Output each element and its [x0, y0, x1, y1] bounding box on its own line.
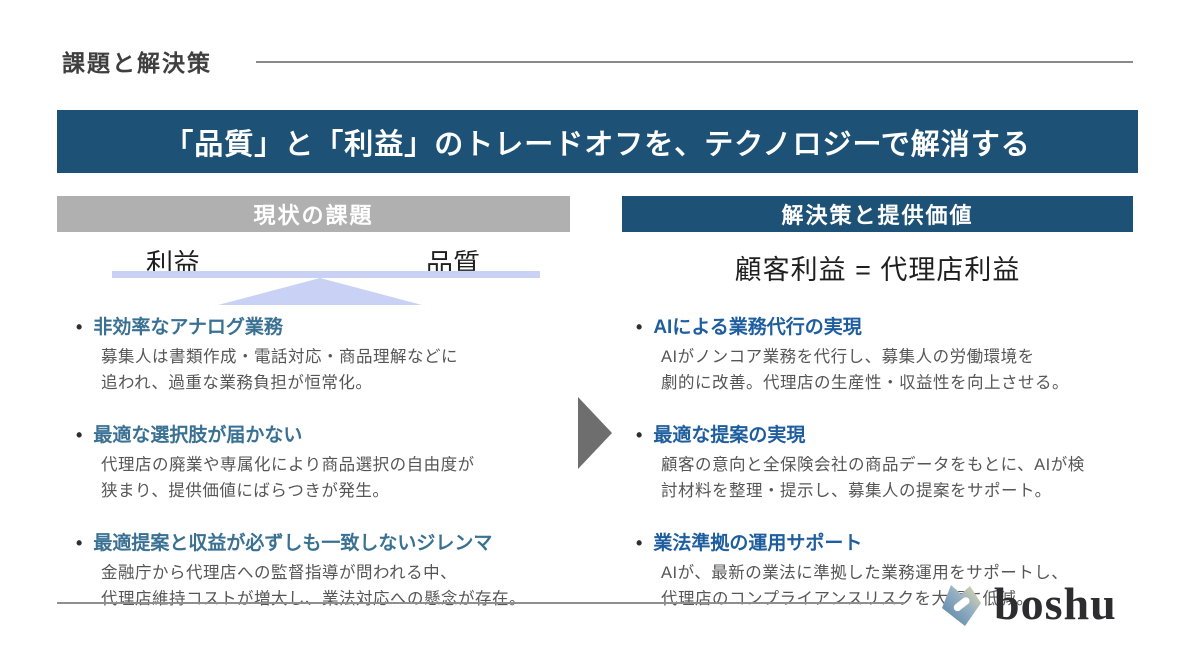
value-formula: 顧客利益 = 代理店利益 — [734, 255, 1021, 285]
list-item: • 最適な提案の実現 顧客の意向と全保険会社の商品データをもとに、AIが検 討材… — [636, 420, 1184, 505]
current-issues-list: • 非効率なアナログ業務 募集人は書類作成・電話対応・商品理解などに 追われ、過… — [76, 312, 581, 635]
right-arrow-icon — [578, 397, 612, 469]
bullet-icon: • — [76, 424, 83, 445]
current-issues-header: 現状の課題 — [57, 196, 570, 232]
bullet-icon: • — [76, 532, 83, 553]
title-divider — [256, 61, 1133, 63]
boshu-logo: boshu — [936, 578, 1117, 630]
key-message-banner: 「品質」と「利益」のトレードオフを、テクノロジーで解消する — [57, 110, 1138, 173]
bullet-icon: • — [76, 317, 83, 337]
boshu-logo-text: boshu — [994, 578, 1117, 629]
solution-heading: AIによる業務代行の実現 — [653, 317, 862, 338]
issue-body: 募集人は書類作成・電話対応・商品理解などに 追われ、過重な業務負担が恒常化。 — [101, 348, 458, 393]
solution-body: 顧客の意向と全保険会社の商品データをもとに、AIが検 討材料を整理・提示し、募集… — [661, 455, 1085, 501]
solution-heading: 最適な提案の実現 — [653, 424, 806, 446]
solutions-header: 解決策と提供価値 — [622, 196, 1133, 232]
seesaw-beam — [112, 271, 540, 278]
issue-heading: 最適提案と収益が必ずしも一致しないジレンマ — [93, 532, 493, 554]
solution-heading: 業法準拠の運用サポート — [653, 532, 863, 554]
issue-heading: 非効率なアナログ業務 — [93, 317, 283, 338]
footer-divider — [57, 602, 905, 604]
issue-body: 代理店の廃業や専属化により商品選択の自由度が 狭まり、提供価値にばらつきが発生。 — [101, 455, 475, 501]
bullet-icon: • — [636, 532, 643, 553]
solutions-list: • AIによる業務代行の実現 AIがノンコア業務を代行し、募集人の労働環境を 劇… — [636, 312, 1184, 635]
bullet-icon: • — [636, 317, 643, 337]
issue-heading: 最適な選択肢が届かない — [93, 424, 303, 446]
list-item: • 最適な選択肢が届かない 代理店の廃業や専属化により商品選択の自由度が 狭まり… — [76, 420, 581, 505]
page-title: 課題と解決策 — [62, 50, 212, 76]
seesaw-fulcrum-triangle — [218, 278, 422, 305]
bullet-icon: • — [636, 424, 643, 445]
key-message-text: 「品質」と「利益」のトレードオフを、テクノロジーで解消する — [164, 128, 1031, 161]
issue-body: 金融庁から代理店への監督指導が問われる中、 代理店維持コストが増大し、業法対応へ… — [101, 563, 526, 608]
list-item: • 最適提案と収益が必ずしも一致しないジレンマ 金融庁から代理店への監督指導が問… — [76, 528, 581, 613]
boshu-logo-icon — [942, 585, 981, 626]
solution-body: AIがノンコア業務を代行し、募集人の労働環境を 劇的に改善。代理店の生産性・収益… — [661, 348, 1069, 393]
list-item: • AIによる業務代行の実現 AIがノンコア業務を代行し、募集人の労働環境を 劇… — [636, 312, 1184, 397]
list-item: • 非効率なアナログ業務 募集人は書類作成・電話対応・商品理解などに 追われ、過… — [76, 312, 581, 397]
